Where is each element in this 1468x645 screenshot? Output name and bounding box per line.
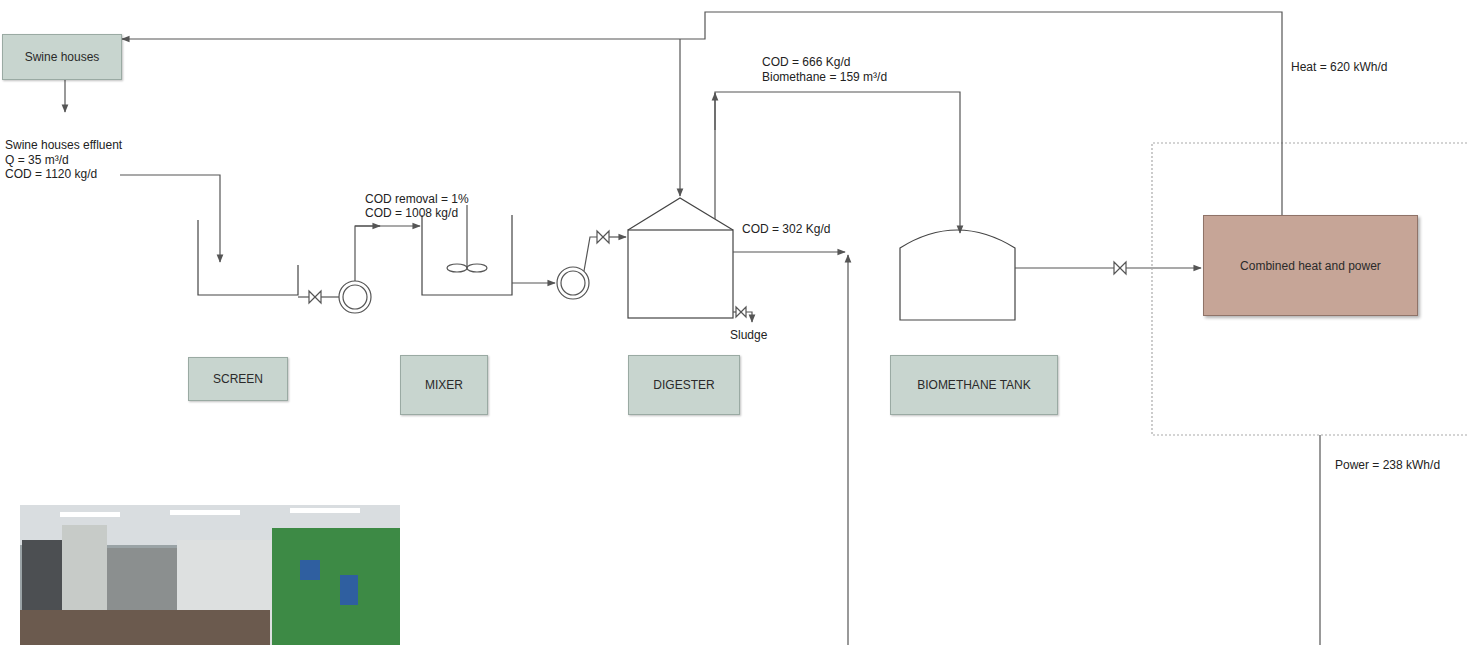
box-text: SCREEN	[213, 372, 263, 386]
flow-note: COD = 666 Kg/d	[762, 55, 850, 69]
flow-line	[321, 296, 339, 297]
flow-note: COD = 302 Kg/d	[742, 222, 830, 236]
flow-note: COD = 1008 kg/d	[365, 206, 458, 220]
flow-note: Sludge	[730, 328, 767, 342]
photo-floor	[20, 610, 270, 645]
box-text: Swine houses	[25, 50, 100, 64]
flow-line	[64, 80, 65, 112]
flow-arrow	[355, 225, 380, 226]
heat-line	[122, 12, 1282, 215]
process-box: Combined heat and power	[1203, 215, 1418, 316]
flow-note: COD removal = 1%	[365, 192, 469, 206]
pump-symbol	[343, 285, 367, 309]
flow-line	[1015, 267, 1114, 268]
valve-symbol	[597, 231, 609, 243]
pump-symbol	[561, 271, 585, 295]
gas-line	[715, 92, 960, 233]
unit-label: BIOMETHANE TANK	[890, 355, 1058, 415]
gas-arrow	[714, 93, 715, 130]
effluent-line	[733, 251, 845, 252]
edge-label: Heat = 620 kWh/d	[1290, 60, 1388, 74]
photo-container	[272, 528, 400, 645]
box-text: Combined heat and power	[1240, 259, 1381, 273]
valve-symbol	[736, 307, 746, 317]
flow-line	[609, 236, 626, 237]
photo-ground	[20, 505, 400, 645]
box-text: MIXER	[425, 378, 463, 392]
agitator-blade	[447, 264, 467, 272]
flow-note: COD = 1120 kg/d	[5, 167, 97, 181]
plant-photo	[20, 505, 400, 645]
heat-branch	[679, 39, 680, 196]
digester-roof	[628, 198, 733, 230]
unit-label: DIGESTER	[628, 355, 740, 415]
box-text: DIGESTER	[653, 378, 714, 392]
flow-line	[584, 237, 597, 271]
agitator-shaft	[466, 205, 467, 268]
flow-line	[298, 296, 309, 297]
unit-label: SCREEN	[188, 357, 288, 401]
screen-tank	[198, 220, 298, 295]
flow-note: Power = 238 kWh/d	[1335, 458, 1440, 472]
flow-line	[1126, 267, 1201, 268]
source-box: Swine houses	[2, 34, 122, 80]
digester-tank	[628, 230, 733, 318]
chp-boundary	[1152, 143, 1467, 435]
agitator-blade	[467, 264, 487, 272]
pump-symbol	[339, 281, 371, 313]
flow-line	[512, 282, 555, 283]
flow-note: Biomethane = 159 m³/d	[762, 70, 887, 84]
flow-note: Q = 35 m³/d	[5, 153, 69, 167]
unit-label: MIXER	[400, 355, 488, 415]
photo-light	[60, 512, 120, 517]
valve-symbol	[309, 291, 321, 303]
pump-symbol	[557, 267, 589, 299]
connector-layer	[122, 12, 1282, 215]
sludge-line	[746, 312, 752, 322]
photo-light	[170, 510, 240, 515]
flow-line	[120, 175, 220, 262]
return-line	[847, 255, 848, 645]
box-text: BIOMETHANE TANK	[917, 378, 1031, 392]
process-lines	[65, 39, 1467, 645]
valve-symbol	[1114, 262, 1126, 274]
photo-fitting	[300, 560, 320, 580]
gas-tank	[900, 230, 1015, 320]
power-line	[1319, 435, 1320, 645]
flow-note: Swine houses effluent	[5, 138, 122, 152]
flow-line	[355, 226, 420, 281]
photo-fitting	[340, 575, 358, 605]
photo-light	[290, 508, 360, 513]
